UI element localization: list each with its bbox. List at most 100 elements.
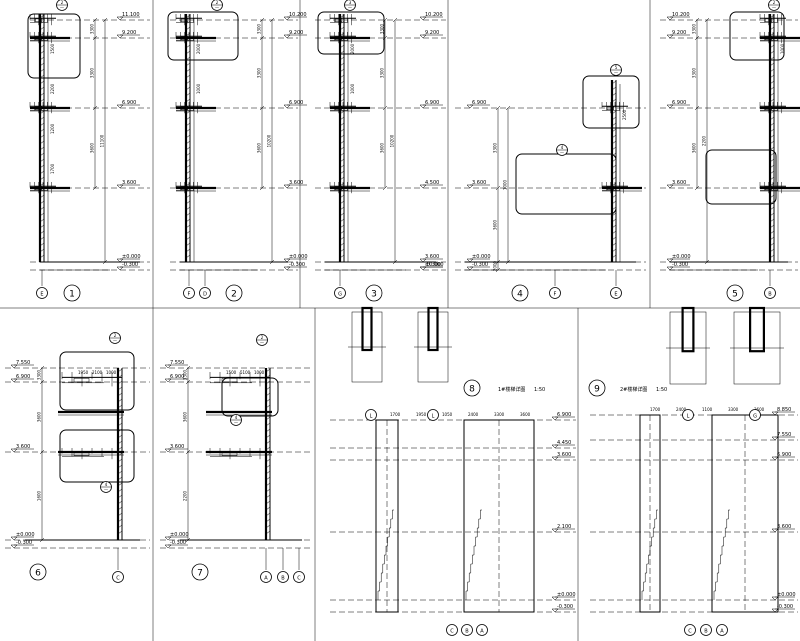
callout-label: 2 [114, 333, 117, 338]
axis-label: B [465, 628, 469, 634]
detail-annotation-cluster [759, 102, 786, 114]
level-mark: 6.900 [116, 100, 140, 109]
level-mark: ±0.000 [551, 592, 576, 601]
wall-hatch [265, 422, 271, 427]
level-mark: 7.550 [10, 360, 34, 369]
axis-label: C [116, 575, 120, 581]
wall-hatch [117, 404, 123, 409]
wall-hatch [117, 512, 123, 517]
stair-section [639, 414, 661, 613]
dimension-tick [694, 35, 700, 41]
level-value: 3.600 [425, 254, 439, 260]
wall-hatch [611, 218, 617, 223]
detail-callout: 2— [256, 334, 268, 346]
dimension-text: 5100 [240, 370, 251, 375]
callout-sheet: — [113, 338, 117, 343]
level-value: 6.900 [170, 374, 184, 380]
wall-hatch [39, 224, 45, 229]
level-mark: 3.600 [551, 452, 575, 461]
detail-block [180, 186, 188, 190]
wall-section-panel-4: 6.9003.600±0.000-0.300330036002000100025… [455, 64, 646, 302]
wall-hatch [611, 122, 617, 127]
axis-label: A [480, 628, 484, 634]
floor-slab [58, 410, 124, 416]
wall-hatch [185, 200, 191, 205]
dimension-text: 3600 [520, 412, 531, 417]
level-value: ±0.000 [170, 532, 189, 538]
axis-circle [199, 287, 211, 299]
level-mark: 10.200 [283, 12, 307, 21]
wall-hatch [339, 56, 345, 61]
wall-hatch [339, 254, 345, 259]
wall-hatch [39, 50, 45, 55]
wall-hatch [339, 170, 345, 175]
detail-block [764, 186, 772, 190]
wall-hatch [339, 200, 345, 205]
wall-hatch [185, 44, 191, 49]
detail-annotation-cluster [29, 14, 56, 26]
detail-annotation-cluster [175, 14, 202, 26]
level-value: 6.900 [777, 452, 791, 458]
wall-hatch [611, 224, 617, 229]
dimension-text: 3300 [380, 67, 385, 78]
wall-hatch [39, 68, 45, 73]
wall-hatch [117, 392, 123, 397]
wall-hatch [769, 254, 775, 259]
wall-hatch [39, 26, 45, 31]
callout-label: 3 [349, 0, 352, 5]
wall-hatch [339, 128, 345, 133]
detail-block [764, 106, 772, 110]
dimension-text: 2200 [702, 135, 707, 146]
wall-hatch [39, 98, 45, 103]
wall-hatch [185, 128, 191, 133]
dimension-text: 2200 [183, 490, 188, 501]
dimension-text: 11100 [100, 134, 105, 147]
dimension-text: 3600 [493, 219, 498, 230]
wall-hatch [339, 182, 345, 187]
level-value: 3.600 [170, 444, 184, 450]
wall-hatch [339, 26, 345, 31]
panel-number-label: 9 [594, 384, 600, 394]
axis-bubble: B [700, 624, 712, 636]
wall-hatch [611, 236, 617, 241]
wall-hatch [39, 32, 45, 37]
dimension-text: 3600 [754, 407, 765, 412]
dimension-tick [269, 17, 275, 23]
panel-number-label: 6 [35, 568, 41, 578]
axis-bubble: C [684, 624, 696, 636]
level-value: 3.600 [16, 444, 30, 450]
level-value: 4.450 [557, 440, 571, 446]
axis-bubble: C [293, 571, 305, 583]
panel-number-circle [63, 284, 81, 302]
detail-annotation-cluster [61, 448, 122, 460]
wall-hatch [769, 206, 775, 211]
wall-hatch [339, 62, 345, 67]
axis-label: G [338, 291, 342, 297]
detail-block [764, 36, 772, 40]
axis-label: L [370, 413, 373, 419]
dimension-tick [39, 379, 45, 385]
dimension-tick [92, 17, 98, 23]
axis-circle [684, 624, 696, 636]
wall-hatch [117, 488, 123, 493]
panel-number-circle [225, 284, 243, 302]
detail-block [606, 186, 614, 190]
wall-hatch [185, 236, 191, 241]
level-value: -0.300 [777, 604, 793, 610]
dimension-text: 3300 [37, 369, 42, 380]
wall-hatch [611, 194, 617, 199]
dimension-tick [392, 259, 398, 265]
plan-column [681, 306, 695, 353]
wall-hatch [39, 86, 45, 91]
panel-number: 9 [588, 379, 606, 397]
floor-slab [760, 186, 800, 192]
wall-hatch [611, 176, 617, 181]
dimension-tick [495, 259, 501, 265]
wall-section [338, 14, 345, 262]
dimension-text: 10200 [390, 134, 395, 147]
wall-hatch [339, 140, 345, 145]
wall-hatch [39, 176, 45, 181]
detail-block [180, 18, 188, 22]
